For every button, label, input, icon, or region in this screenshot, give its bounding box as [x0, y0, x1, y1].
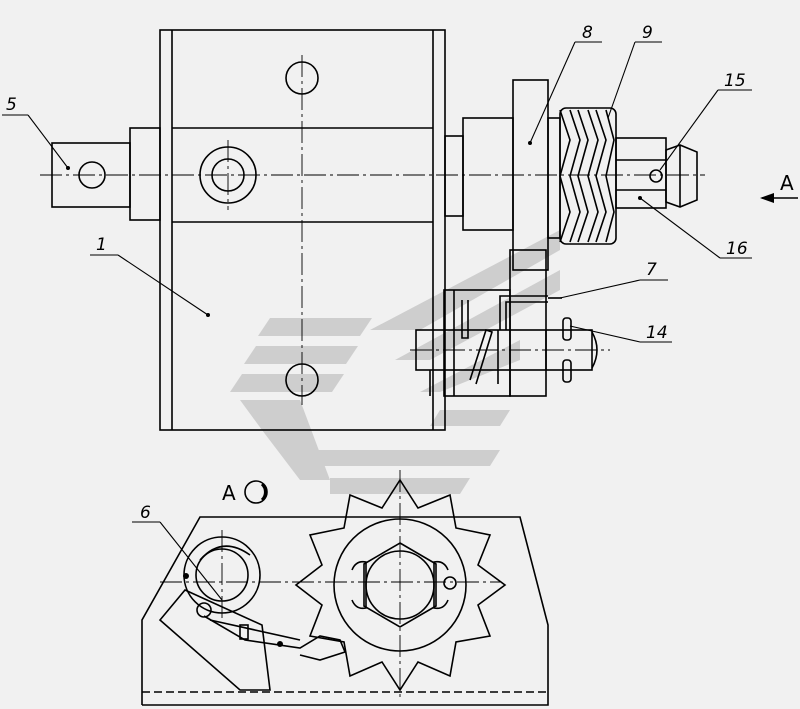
base-plate	[141, 516, 549, 706]
main-view	[51, 29, 698, 431]
view-arrow: A	[760, 171, 798, 203]
centerlines-section	[160, 470, 500, 700]
callout-14-label: 14	[646, 323, 668, 343]
callout-16: 16	[639, 197, 752, 259]
housing-body	[159, 29, 446, 431]
gear-wheel	[294, 478, 507, 692]
callout-15: 15	[659, 71, 752, 171]
callout-7: 7	[559, 260, 668, 299]
section-label: A	[222, 481, 236, 505]
callout-5-label: 5	[6, 95, 17, 115]
callout-5: 5	[2, 95, 69, 169]
rotation-arrow	[260, 482, 267, 502]
hub	[462, 117, 514, 231]
bracket	[443, 289, 511, 397]
pivot	[196, 602, 212, 618]
callout-1: 1	[90, 235, 209, 316]
callout-16-label: 16	[726, 239, 748, 259]
shaft-nut	[665, 144, 698, 208]
rotation-symbol	[244, 480, 268, 504]
callout-8-label: 8	[582, 23, 593, 43]
left-collar	[129, 127, 161, 221]
section-label-group: A	[222, 480, 268, 505]
callout-6: 6	[132, 503, 223, 601]
callout-9: 9	[607, 23, 662, 119]
lever-arm	[158, 589, 271, 691]
section-view	[141, 478, 549, 706]
callout-6-label: 6	[140, 503, 151, 523]
spring-discs	[559, 107, 617, 245]
marker-dots	[66, 141, 642, 647]
callout-15-label: 15	[724, 71, 746, 91]
view-arrow-label: A	[780, 171, 794, 195]
callout-9-label: 9	[642, 23, 653, 43]
callout-14: 14	[569, 323, 672, 343]
centerlines-main	[40, 55, 705, 405]
callout-1-label: 1	[96, 235, 107, 255]
hex-nut	[363, 542, 437, 628]
callout-8: 8	[529, 23, 602, 144]
callout-7-label: 7	[646, 260, 657, 280]
pawl-spring	[203, 615, 347, 661]
callouts: 5 1 8 9 15 16	[2, 23, 752, 601]
